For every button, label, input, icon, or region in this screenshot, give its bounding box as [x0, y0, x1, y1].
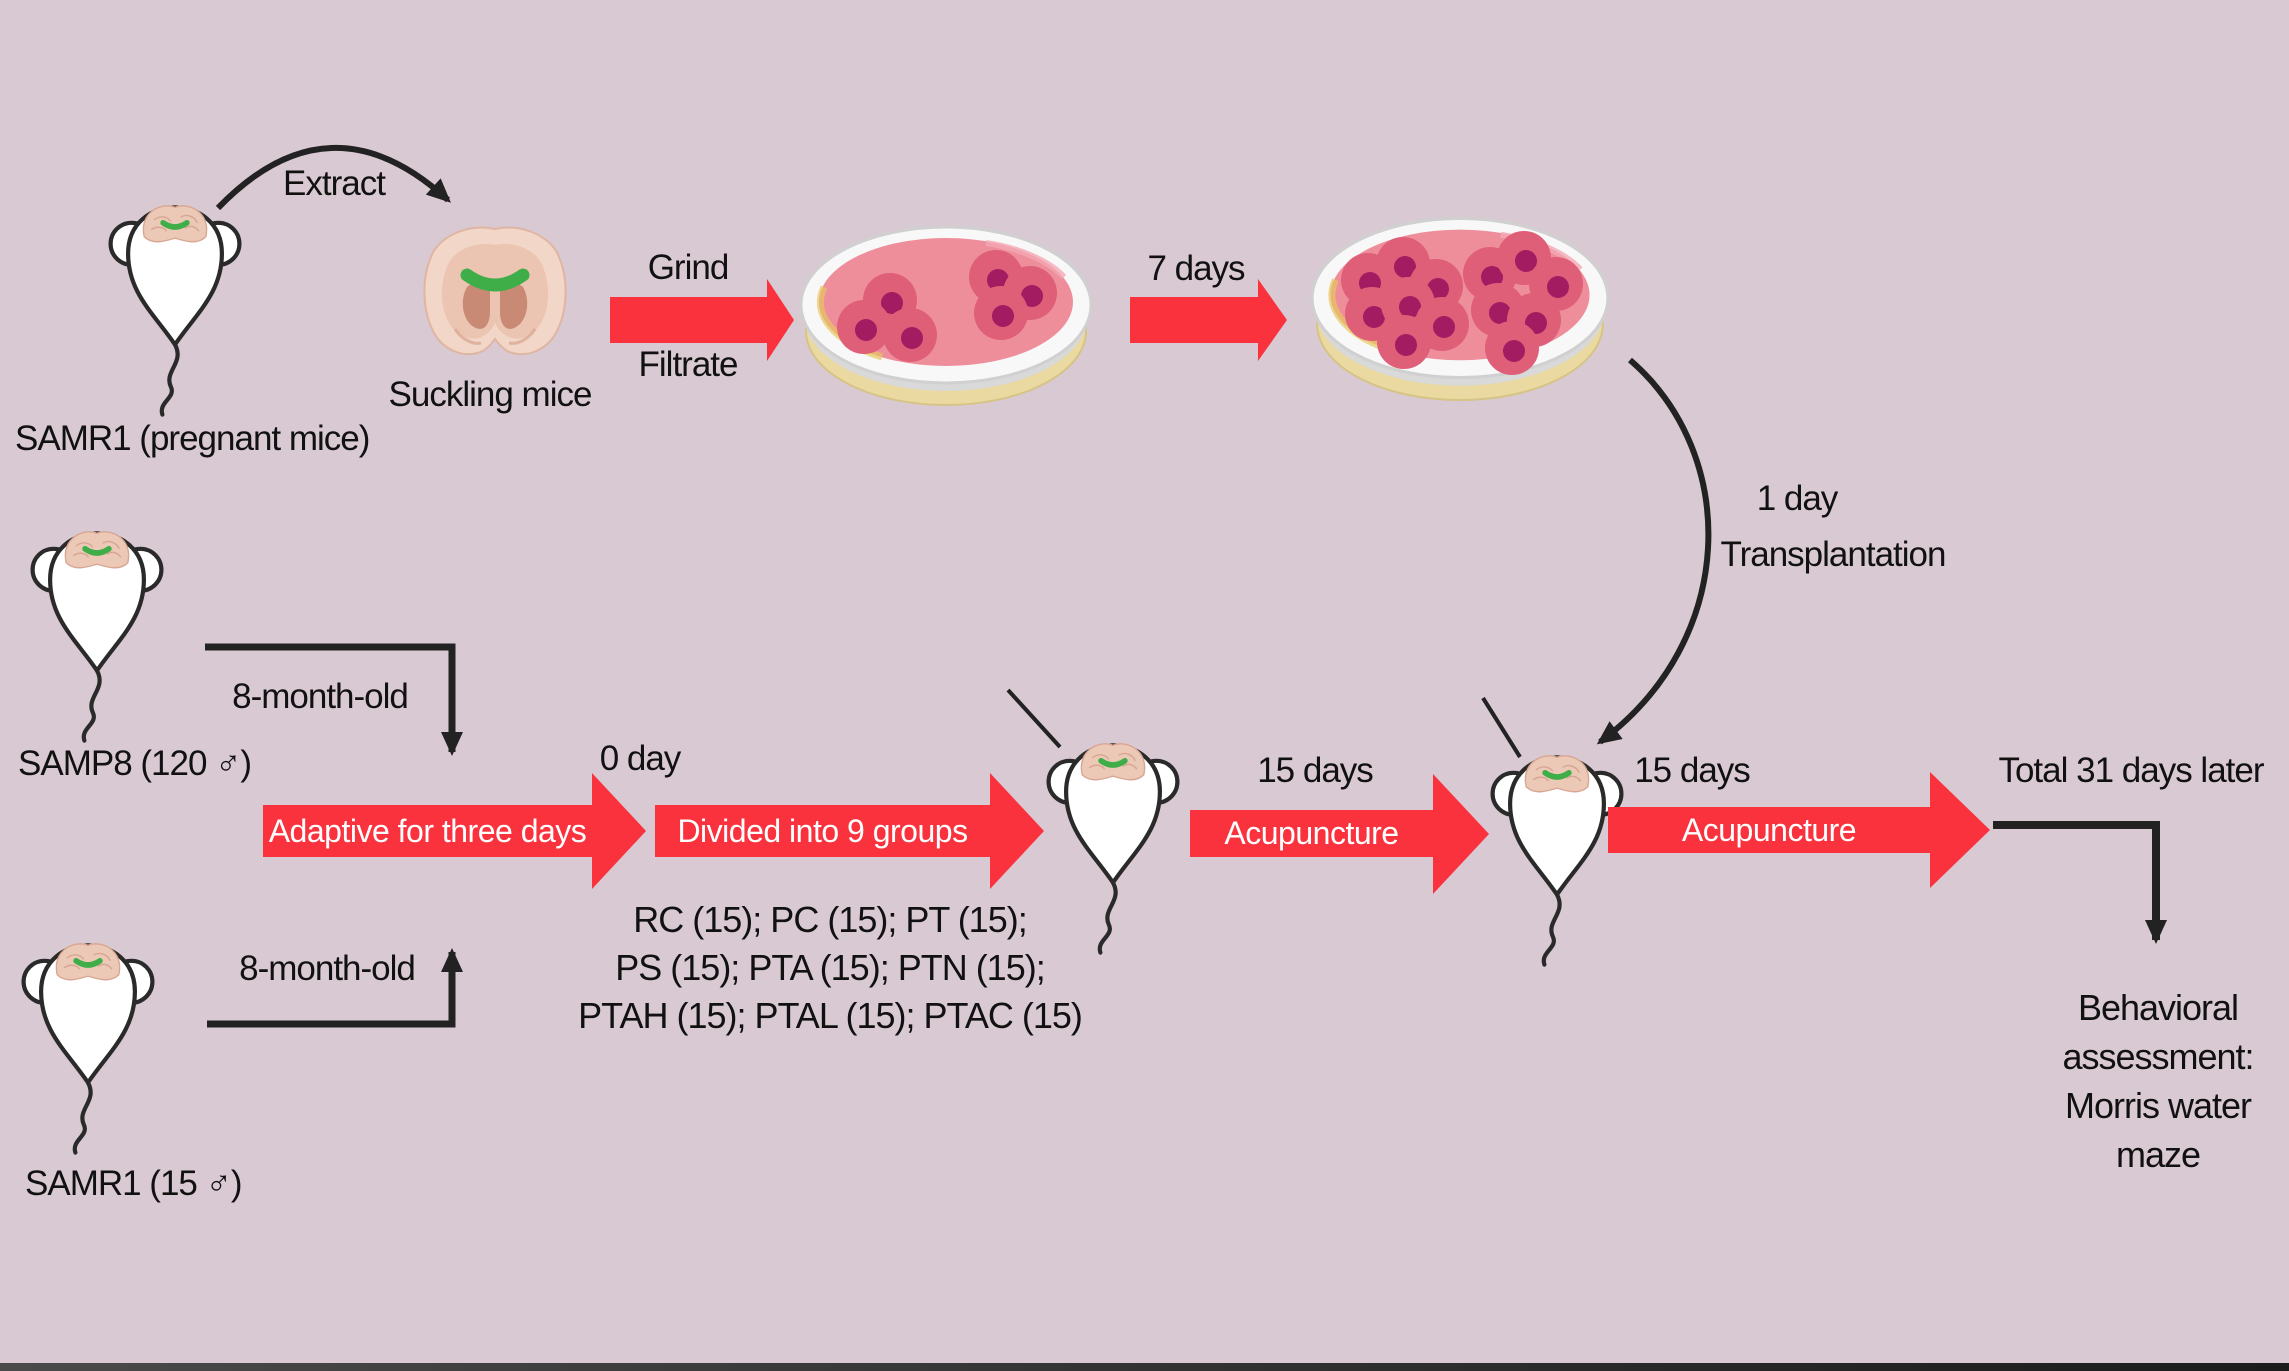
bottom-border-strip: [0, 1363, 2289, 1371]
needle-icon-2: [1481, 696, 1522, 759]
seven-days-arrow-tip: [1258, 279, 1287, 361]
assessment-line-2: assessment:: [2062, 1036, 2254, 1077]
grind-filtrate-arrow-tip: [767, 279, 794, 361]
extract-arrow: [215, 145, 451, 211]
zero-day-label: 0 day: [599, 739, 682, 778]
assessment-line-4: maze: [2115, 1134, 2201, 1175]
mouse-icon-samp8: [33, 532, 162, 741]
total-days-label: Total 31 days later: [1998, 751, 2264, 790]
eight-month-old-label-bottom: 8-month-old: [239, 949, 416, 988]
one-day-label: 1 day: [1756, 479, 1839, 518]
assessment-elbow-arrow: [1993, 821, 2167, 944]
samr1-male-label: SAMR1 (15 ♂): [25, 1164, 243, 1203]
adaptive-arrow: Adaptive for three days: [263, 773, 646, 889]
seven-days-label: 7 days: [1147, 249, 1245, 288]
eight-month-old-label-top: 8-month-old: [232, 677, 409, 716]
suckling-mice-label: Suckling mice: [388, 375, 593, 414]
mouse-icon-samr1-male: [24, 944, 153, 1153]
acupuncture-arrow-1-label: Acupuncture: [1224, 815, 1399, 851]
acupuncture-arrow-2: Acupuncture: [1608, 772, 1990, 888]
petri-dish-icon-1: [801, 227, 1091, 405]
grind-label: Grind: [647, 248, 730, 287]
samr1-elbow-arrow: [207, 948, 463, 1028]
groups-line-2: PS (15); PTA (15); PTN (15);: [615, 947, 1045, 988]
acupuncture-arrow-2-tip: [1930, 772, 1990, 888]
groups-line-3: PTAH (15); PTAL (15); PTAC (15): [578, 995, 1083, 1036]
behavioral-assessment-label: Behavioral assessment: Morris water maze: [2062, 983, 2254, 1179]
acupuncture-arrow-2-label: Acupuncture: [1681, 811, 1857, 848]
acupuncture-arrow-1-tip: [1433, 773, 1489, 894]
transplantation-label: Transplantation: [1720, 535, 1947, 574]
assessment-line-3: Morris water: [2064, 1085, 2252, 1126]
adaptive-arrow-tip: [592, 773, 646, 889]
needle-icon-1: [1006, 688, 1062, 749]
extract-label: Extract: [283, 164, 386, 203]
grind-filtrate-arrow: [610, 279, 794, 361]
assessment-line-1: Behavioral: [2077, 987, 2239, 1028]
seven-days-arrow: [1130, 279, 1287, 361]
mouse-icon-pregnant-samr1: [111, 206, 240, 415]
pregnant-mouse-label: SAMR1 (pregnant mice): [15, 419, 370, 458]
acupuncture-arrow-1: Acupuncture: [1190, 773, 1489, 894]
transplantation-arrow: [1596, 357, 1712, 745]
fifteen-days-label-2: 15 days: [1634, 751, 1751, 790]
divided-arrow-label: Divided into 9 groups: [677, 812, 968, 849]
adaptive-arrow-label: Adaptive for three days: [268, 812, 587, 849]
fifteen-days-label-1: 15 days: [1257, 751, 1374, 790]
mouse-icon-transplanted: [1493, 756, 1622, 965]
divided-arrow-tip: [990, 773, 1044, 889]
brain-icon: [423, 226, 567, 356]
samp8-elbow-arrow: [205, 643, 463, 756]
groups-list: RC (15); PC (15); PT (15); PS (15); PTA …: [578, 896, 1083, 1040]
groups-line-1: RC (15); PC (15); PT (15);: [633, 899, 1027, 940]
petri-dish-icon-2: [1312, 218, 1608, 400]
filtrate-label: Filtrate: [638, 345, 739, 384]
divided-arrow: Divided into 9 groups: [655, 773, 1044, 889]
samp8-label: SAMP8 (120 ♂): [18, 744, 252, 783]
